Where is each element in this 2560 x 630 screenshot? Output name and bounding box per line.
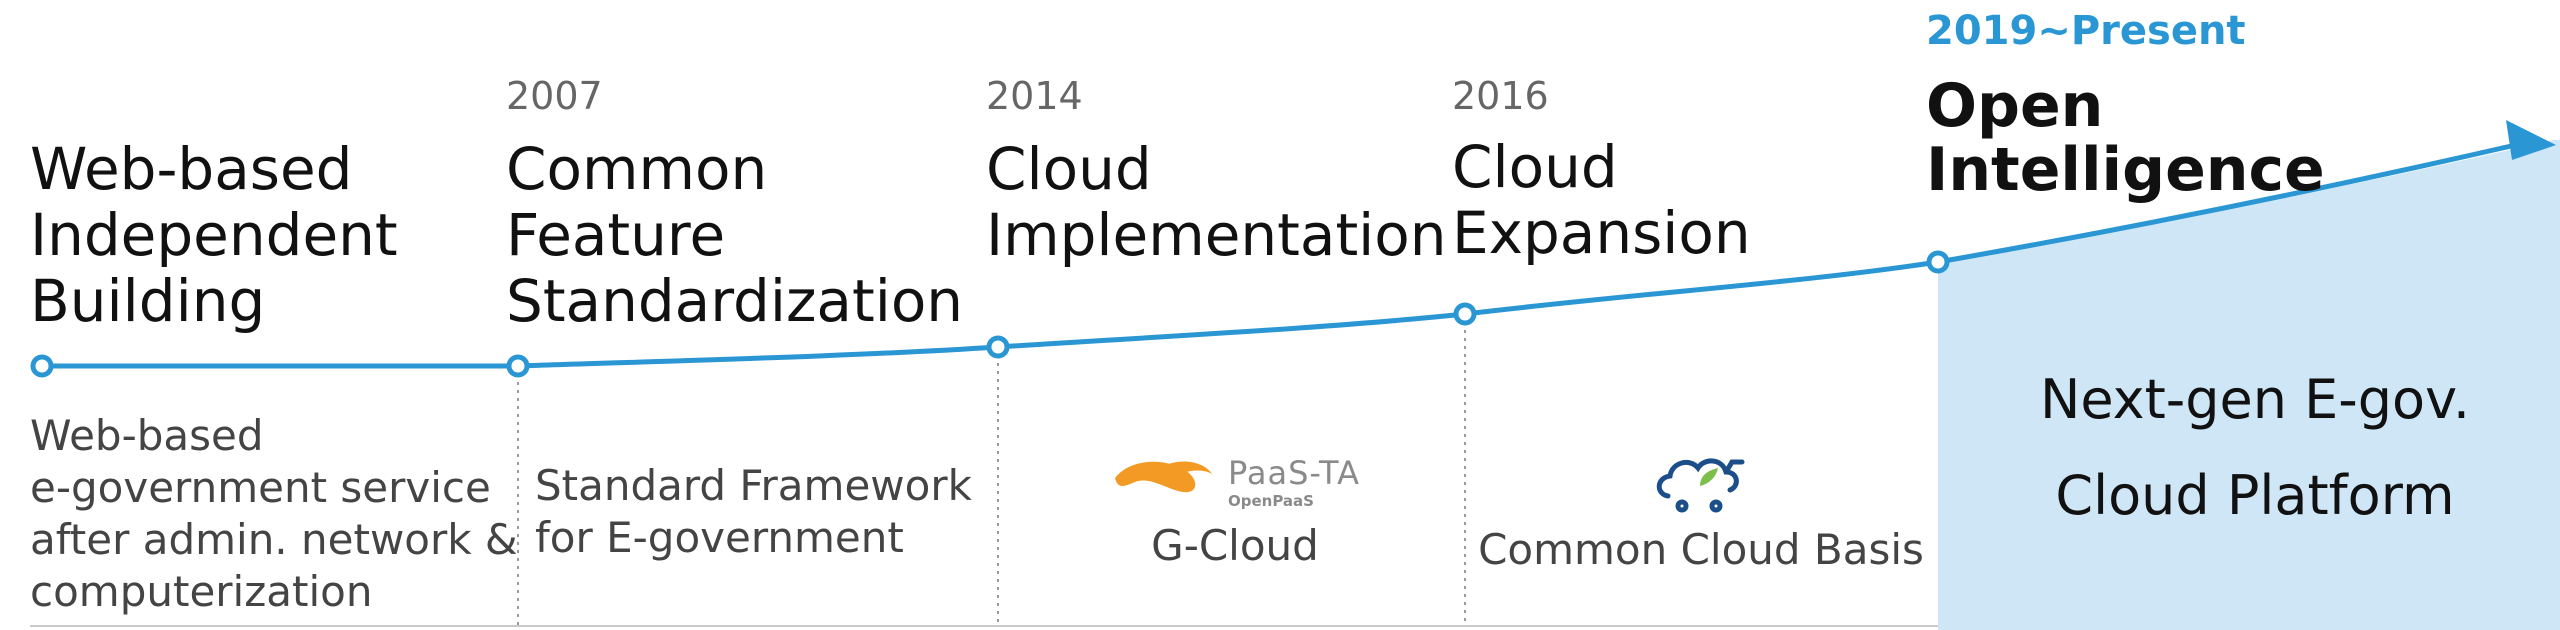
stage-4-title: Cloud Expansion — [1452, 133, 1751, 267]
stage-4-year: 2016 — [1452, 74, 1549, 118]
stage-1-title: Web-based Independent Building — [30, 135, 398, 335]
stage-5-description: Next-gen E-gov. Cloud Platform — [2039, 368, 2471, 527]
stage-3-year: 2014 — [986, 74, 1083, 118]
stage-5-year: 2019~Present — [1926, 8, 2246, 54]
paas-ta-logo-text: PaaS-TA — [1228, 454, 1360, 492]
stage-2-year: 2007 — [506, 74, 603, 118]
stage-3-title: Cloud Implementation — [986, 135, 1447, 269]
milestone-node-4 — [1453, 302, 1477, 326]
milestone-node-2 — [506, 354, 530, 378]
milestone-node-1 — [30, 354, 54, 378]
present-area-fill — [1938, 140, 2560, 630]
paas-ta-logo-subtext: OpenPaaS — [1228, 492, 1314, 510]
stage-5-title: Open Intelligence — [1926, 71, 2325, 205]
stage-1-description: Web-based e-government service after adm… — [30, 411, 518, 616]
arrow-head — [2506, 120, 2556, 160]
cloud-cart-logo-icon — [1656, 458, 1745, 513]
milestone-node-5 — [1926, 250, 1950, 274]
stage-3-description: G-Cloud — [1151, 521, 1319, 570]
milestone-node-3 — [986, 335, 1010, 359]
stage-2-title: Common Feature Standardization — [506, 135, 964, 335]
paas-ta-logo-icon — [1115, 461, 1212, 493]
stage-2-description: Standard Framework for E-government — [535, 461, 972, 562]
stage-4-description: Common Cloud Basis — [1478, 525, 1924, 574]
